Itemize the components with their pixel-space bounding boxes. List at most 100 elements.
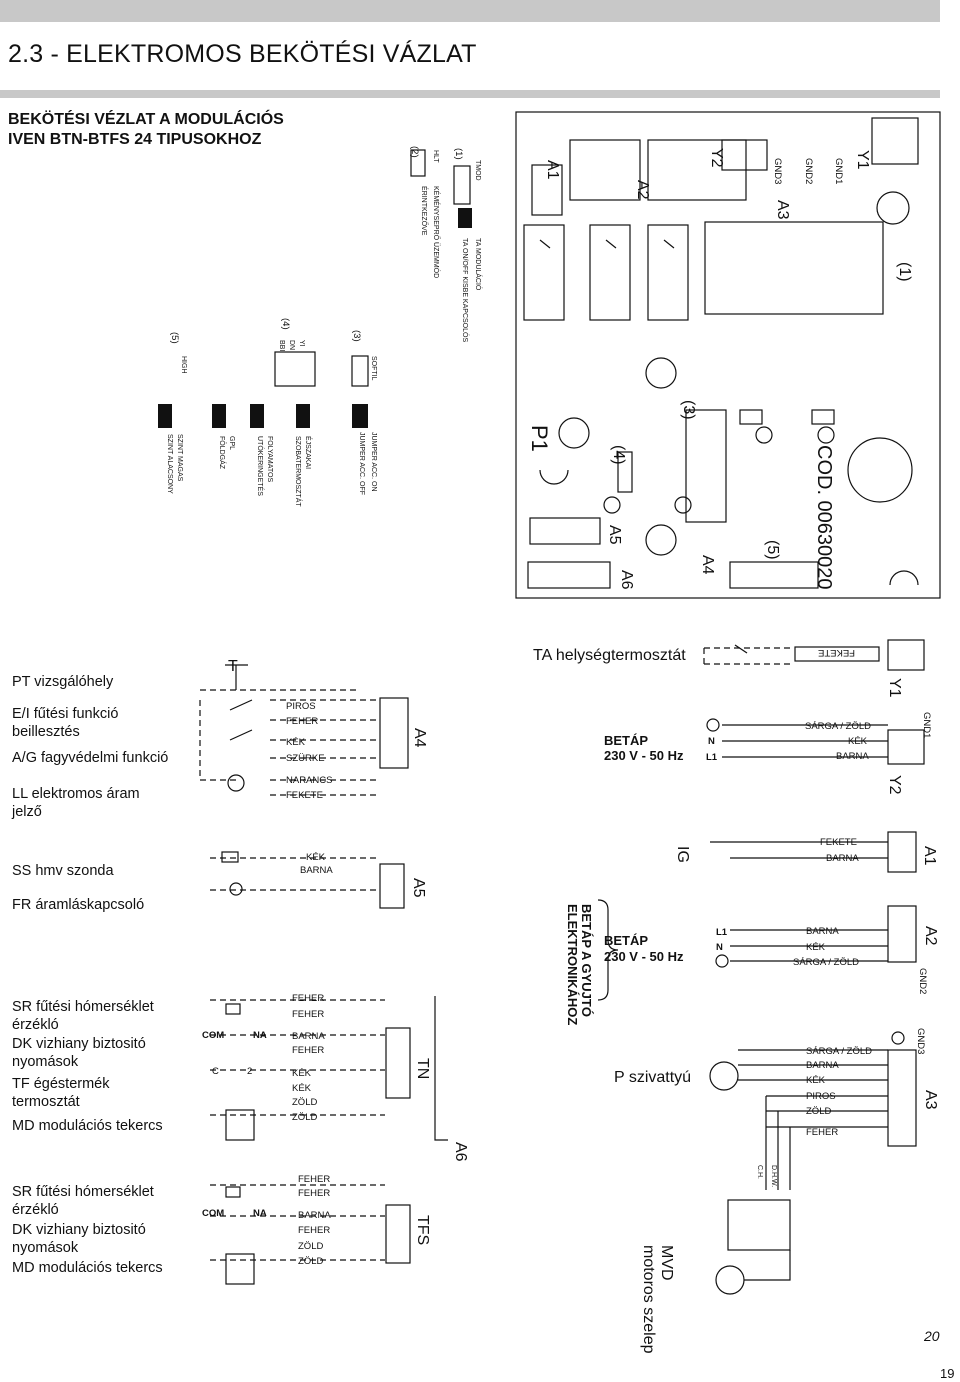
wire-a3-2: BARNA [806,1060,839,1071]
legend-sr1-1: SR fűtési hómerséklet [12,999,154,1015]
pump-label: P szivattyú [614,1069,691,1086]
legend-sr1-2: érzékló [12,1017,59,1033]
legend-ei-2: beillesztés [12,724,80,740]
svg-text:TN: TN [414,1058,431,1079]
jumper-1 [453,165,471,205]
tn-block: COM NA C 2 TN A6 FEHER FEHER BARNA FEHER… [202,993,469,1162]
label-gnd2: GND2 [803,158,814,184]
wire-a4-1: PIROS [286,701,316,712]
connector-a4-plug [379,697,409,769]
valve-motor-symbol [715,1265,745,1295]
legend-ll-1: LL elektromos áram [12,786,140,802]
svg-text:TFS: TFS [414,1215,431,1245]
svg-text:D.H.W.: D.H.W. [770,1165,777,1187]
label-n1: (1) [896,262,913,282]
legend-ss: SS hmv szonda [12,863,114,879]
connector-a5-plug [379,863,405,909]
svg-text:L1: L1 [706,752,718,763]
svg-text:SZOBATERMOSZTÁT: SZOBATERMOSZTÁT [294,436,303,507]
svg-text:Y1: Y1 [886,678,903,698]
connector-a1 [531,164,563,216]
figure-number: 20 [924,1328,940,1344]
wire-tn-5: KÉK [292,1068,312,1079]
relay-3 [647,224,689,321]
wire-tfs-6: ZÖLD [298,1256,323,1267]
wire-a3-6: FEHER [806,1127,838,1138]
connector-a4 [729,561,819,589]
legend-tf-1: TF égéstermék [12,1076,110,1092]
legend-sr2-1: SR fűtési hómerséklet [12,1184,154,1200]
svg-text:C: C [212,1066,219,1077]
svg-text:HIGH: HIGH [180,356,187,374]
wire-y2-3: BARNA [836,751,869,762]
svg-text:DN: DN [288,340,295,350]
board-outline [515,111,941,599]
label-a1: A1 [544,160,561,180]
svg-text:A6: A6 [452,1142,469,1162]
coil-md-1 [225,1109,255,1141]
svg-text:NA: NA [253,1208,267,1219]
legend-md2: MD modulációs tekercs [12,1260,163,1276]
connector-y2 [721,139,768,171]
wire-y2-1: SÁRGA / ZÖLD [805,721,871,732]
svg-text:FÖLDGÁZ: FÖLDGÁZ [218,436,227,470]
potentiometer-p1 [558,417,590,449]
wire-a5-1: KÉK [306,852,326,863]
wire-tn-7: ZÖLD [292,1097,317,1108]
connector-tn-plug [385,1027,411,1099]
legend-fr: FR áramláskapcsoló [12,897,145,913]
board-code: COD. 00630020 [813,445,835,590]
connector-a5 [529,517,601,545]
wire-a4-4: SZÜRKE [286,753,325,764]
label-n5: (5) [764,540,781,560]
svg-text:HLT: HLT [432,150,439,163]
label-a4: A4 [699,555,716,575]
lamp-ll [227,774,245,792]
legend-dk2-1: DK vizhiany biztositó [12,1222,146,1238]
pump-symbol [709,1061,739,1091]
jumper-2 [410,149,426,177]
svg-text:N: N [716,942,723,953]
right-wiring: TA helységtermosztát FEKETE Y1 BETÁP 230… [533,639,939,1354]
relay-2 [589,224,631,321]
legend-tf-2: termosztát [12,1094,80,1110]
svg-text:GND1: GND1 [921,712,932,738]
jumper-4 [274,351,316,387]
svg-text:JUMPER ACC. OFF: JUMPER ACC. OFF [358,432,365,495]
wire-tn-8: ZÖLD [292,1112,317,1123]
wire-tn-6: KÉK [292,1083,312,1094]
wire-a3-5: ZÖLD [806,1106,831,1117]
legend-ll-2: jelző [12,804,42,820]
svg-text:L1: L1 [716,927,728,938]
connector-a6 [527,561,611,589]
volt-2: 230 V - 50 Hz [604,949,684,964]
subtitle-line-2: IVEN BTN-BTFS 24 TIPUSOKHOZ [8,131,262,148]
legend-dk1-1: DK vizhiany biztositó [12,1036,146,1052]
wire-a5-2: BARNA [300,865,333,876]
betap-2: BETÁP [604,933,648,948]
svg-text:(2): (2) [409,146,420,158]
wire-tn-4: FEHER [292,1045,324,1056]
label-a2: A2 [634,180,651,200]
wire-a4-2: FEHER [286,716,318,727]
jumper-5 [158,404,172,428]
page-title: 2.3 - ELEKTROMOS BEKÖTÉSI VÁZLAT [8,40,477,68]
wire-tn-1: FEHER [292,993,324,1004]
svg-text:T: T [228,658,238,675]
label-n4: (4) [610,445,627,465]
wire-a2-3: SÁRGA / ZÖLD [793,957,859,968]
connector-a2 [569,139,641,201]
svg-text:KÉMÉNYSEPRŐ ÜZEMMÓD: KÉMÉNYSEPRŐ ÜZEMMÓD [432,186,441,278]
buzzer-circle [847,437,913,503]
svg-text:FOLYAMATOS: FOLYAMATOS [266,436,273,482]
plug-y2 [887,729,925,765]
svg-text:TA ON/OFF KISBE KAPCSOLÓS: TA ON/OFF KISBE KAPCSOLÓS [461,238,470,342]
svg-text:COM: COM [202,1208,224,1219]
page-number: 19 [940,1366,955,1381]
svg-text:COM: COM [202,1030,224,1041]
wire-tfs-5: ZÖLD [298,1241,323,1252]
control-board: A1 A2 A3 Y2 Y1 (1) GND3 GND2 GND1 P1 (3)… [515,111,941,599]
svg-text:TA MODULÁCIÓ: TA MODULÁCIÓ [474,238,483,291]
wire-tfs-2: FEHER [298,1188,330,1199]
wire-a3-3: KÉK [806,1075,826,1086]
